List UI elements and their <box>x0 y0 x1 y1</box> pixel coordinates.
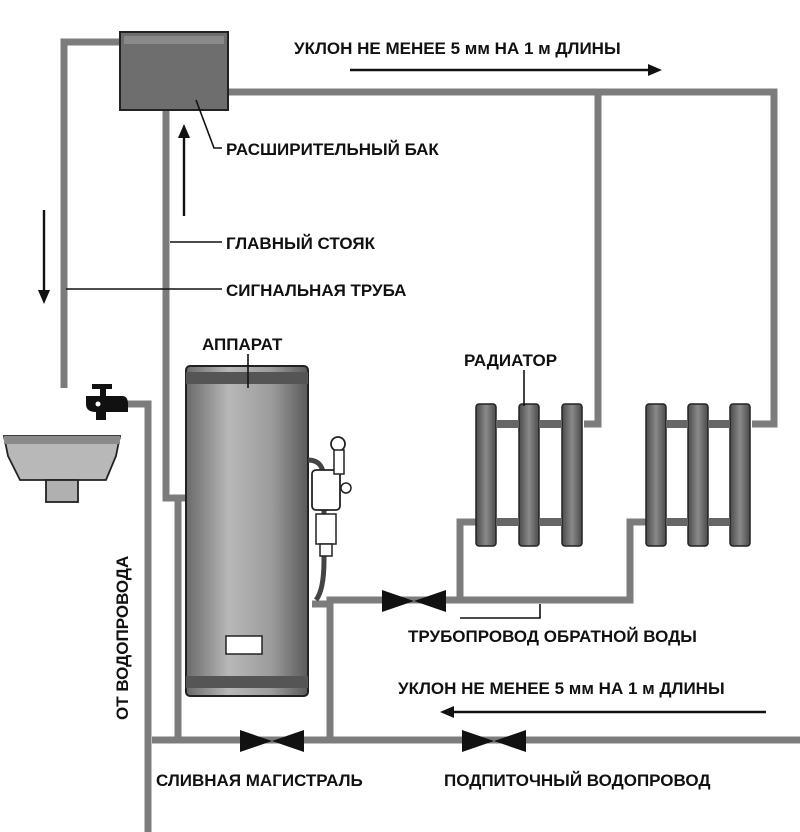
slope-bottom-label: УКЛОН НЕ МЕНЕЕ 5 мм НА 1 м ДЛИНЫ <box>398 679 725 698</box>
flow-arrow-icon <box>440 706 766 718</box>
supply-pipe <box>228 88 778 428</box>
drain-main-label: СЛИВНАЯ МАГИСТРАЛЬ <box>156 771 363 790</box>
flow-arrow-icon <box>178 124 190 216</box>
radiator-return-pipe-2 <box>460 518 646 604</box>
valve-icon <box>462 730 526 752</box>
leader-lines <box>66 99 541 619</box>
expansion-tank-icon <box>119 31 229 111</box>
valve-icon <box>382 590 446 612</box>
expansion-tank-label: РАСШИРИТЕЛЬНЫЙ БАК <box>226 140 439 159</box>
return-main-pipe <box>326 596 460 740</box>
from-water-supply-label: ОТ ВОДОПРОВОДА <box>113 556 132 720</box>
boiler-gas-valve-icon <box>307 436 352 602</box>
pipes <box>60 38 800 832</box>
signal-pipe-label: СИГНАЛЬНАЯ ТРУБА <box>226 281 406 300</box>
makeup-supply-label: ПОДПИТОЧНЫЙ ВОДОПРОВОД <box>444 771 710 790</box>
water-supply-pipe <box>126 400 152 832</box>
main-riser-label: ГЛАВНЫЙ СТОЯК <box>226 234 376 253</box>
sink-icon <box>2 435 122 503</box>
return-pipe-label: ТРУБОПРОВОД ОБРАТНОЙ ВОДЫ <box>408 627 697 646</box>
slope-top-label: УКЛОН НЕ МЕНЕЕ 5 мм НА 1 м ДЛИНЫ <box>294 39 621 58</box>
signal-pipe <box>60 38 120 388</box>
flow-arrow-icon <box>38 210 50 304</box>
radiator-label: РАДИАТОР <box>464 351 557 370</box>
apparatus-label: АППАРАТ <box>202 335 283 354</box>
radiator-icon <box>645 403 751 547</box>
flow-arrow-icon <box>350 64 662 76</box>
radiator-return-pipe-1 <box>456 518 476 600</box>
faucet-icon <box>86 384 128 420</box>
boiler-icon <box>185 365 352 697</box>
valve-icon <box>240 730 304 752</box>
radiator-icon <box>475 403 583 547</box>
supply-branch-pipe <box>584 92 602 428</box>
